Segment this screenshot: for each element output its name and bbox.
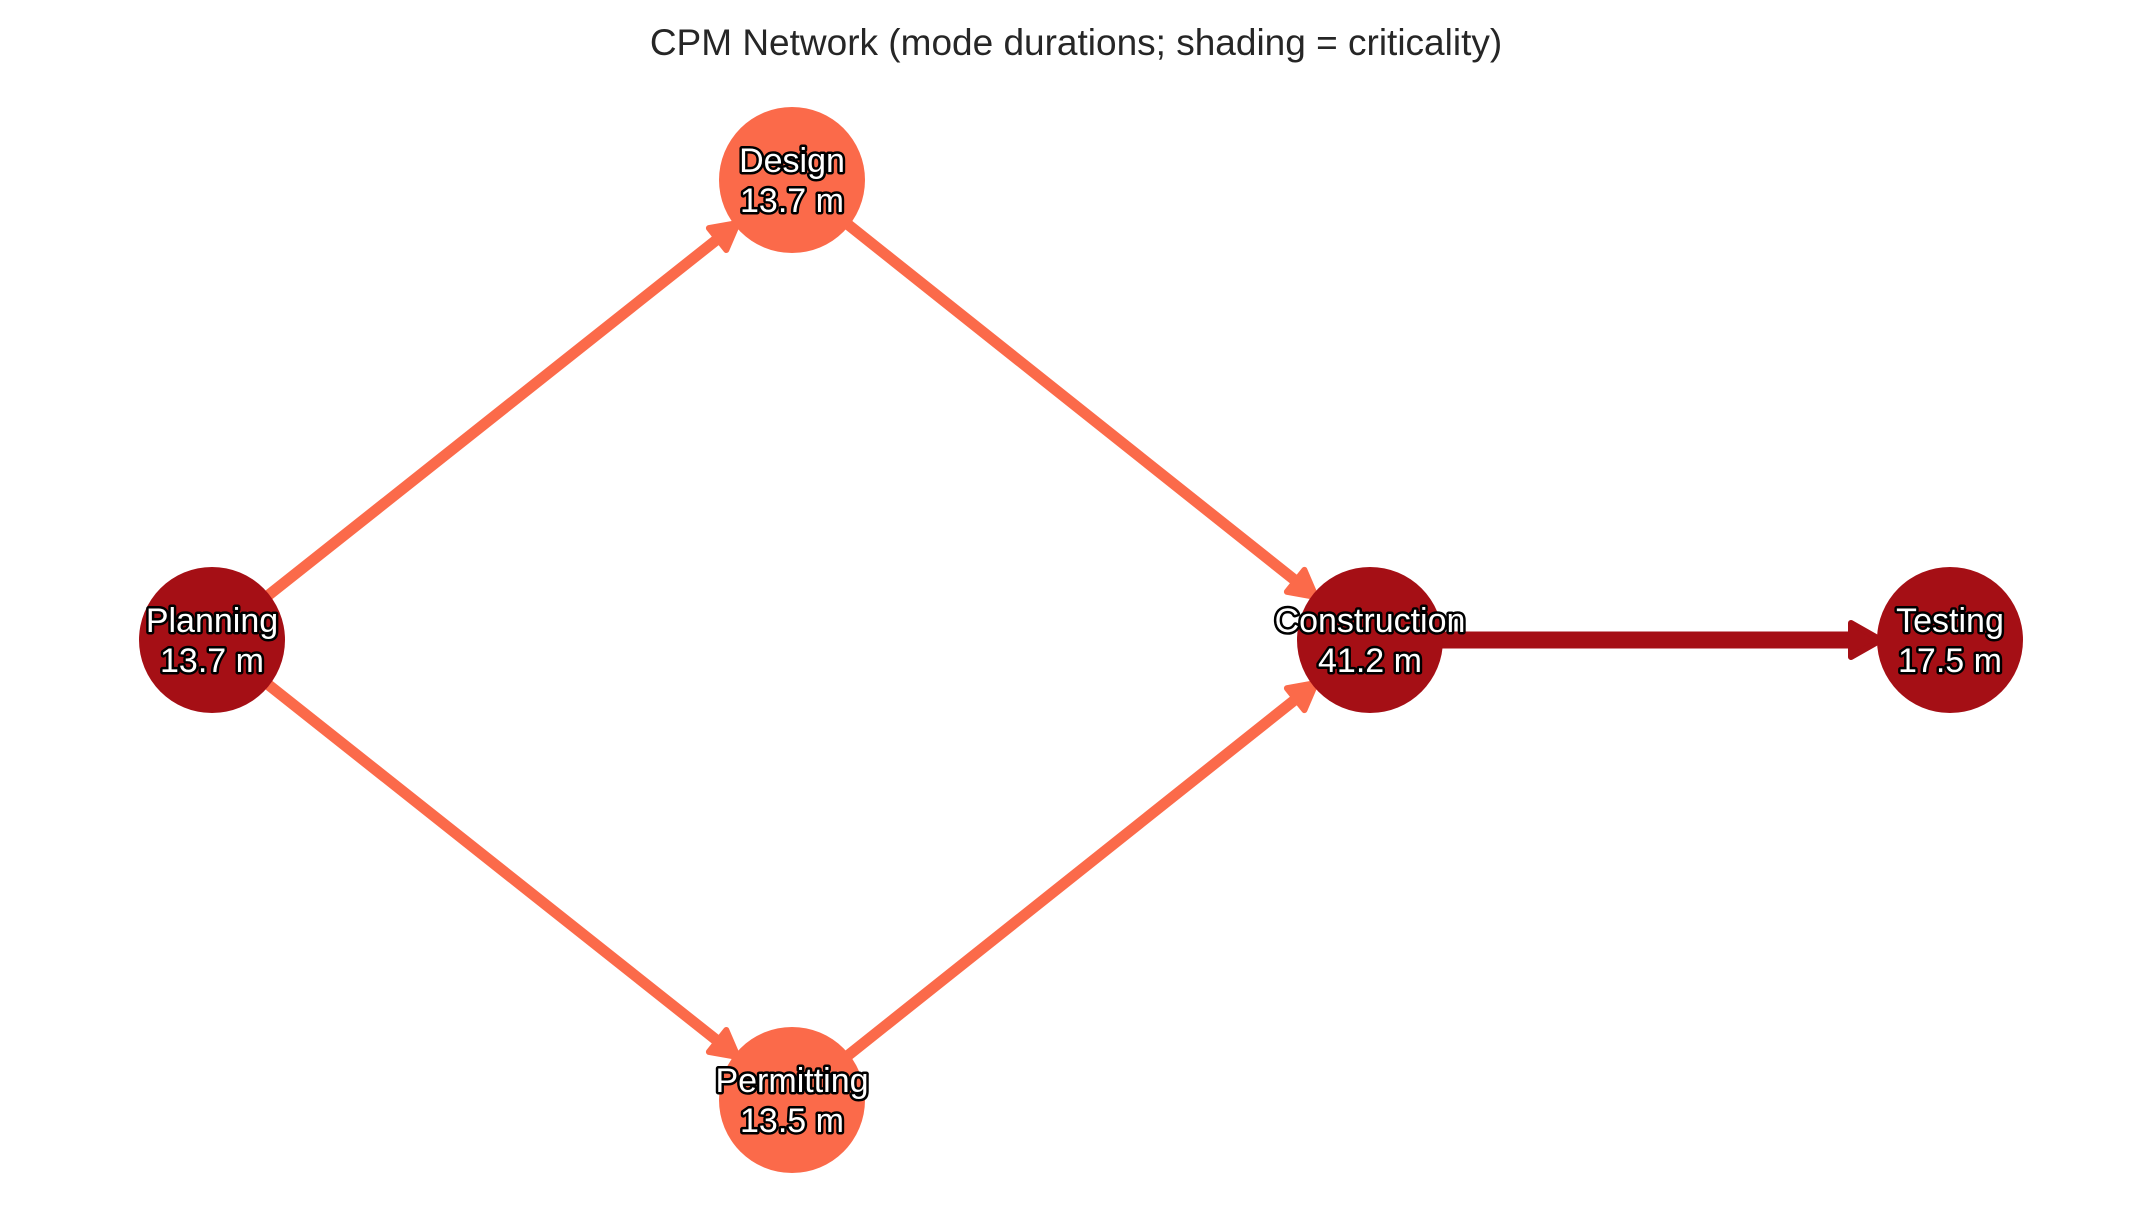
node-testing bbox=[1877, 567, 2023, 713]
edge-planning-to-design bbox=[255, 232, 725, 607]
node-permitting bbox=[719, 1027, 865, 1173]
node-construction bbox=[1297, 567, 1443, 713]
arrowheads-layer bbox=[705, 219, 1884, 1061]
node-label-construction-name: Construction bbox=[1275, 602, 1466, 640]
diagram-title: CPM Network (mode durations; shading = c… bbox=[649, 22, 1503, 63]
arrowhead-design-to-construction bbox=[1283, 566, 1319, 600]
node-planning bbox=[139, 567, 285, 713]
edge-planning-to-permitting bbox=[255, 673, 725, 1048]
nodes-layer bbox=[139, 107, 2023, 1173]
node-label-planning-duration: 13.7 m bbox=[160, 642, 264, 680]
arrowhead-planning-to-design bbox=[705, 219, 741, 253]
node-label-design-name: Design bbox=[739, 142, 845, 180]
node-label-testing-duration: 17.5 m bbox=[1898, 642, 2002, 680]
edges-layer bbox=[255, 213, 1862, 1067]
arrowhead-permitting-to-construction bbox=[1283, 680, 1319, 714]
edge-permitting-to-construction bbox=[835, 692, 1303, 1067]
node-label-permitting-duration: 13.5 m bbox=[740, 1102, 844, 1140]
arrowhead-construction-to-testing bbox=[1848, 620, 1884, 660]
node-label-design-duration: 13.7 m bbox=[740, 182, 844, 220]
node-label-construction-duration: 41.2 m bbox=[1318, 642, 1422, 680]
arrowhead-planning-to-permitting bbox=[705, 1027, 741, 1061]
node-design bbox=[719, 107, 865, 253]
node-label-permitting-name: Permitting bbox=[715, 1062, 868, 1100]
node-label-planning-name: Planning bbox=[146, 602, 278, 640]
node-label-testing-name: Testing bbox=[1896, 602, 2004, 640]
edge-design-to-construction bbox=[835, 213, 1303, 588]
